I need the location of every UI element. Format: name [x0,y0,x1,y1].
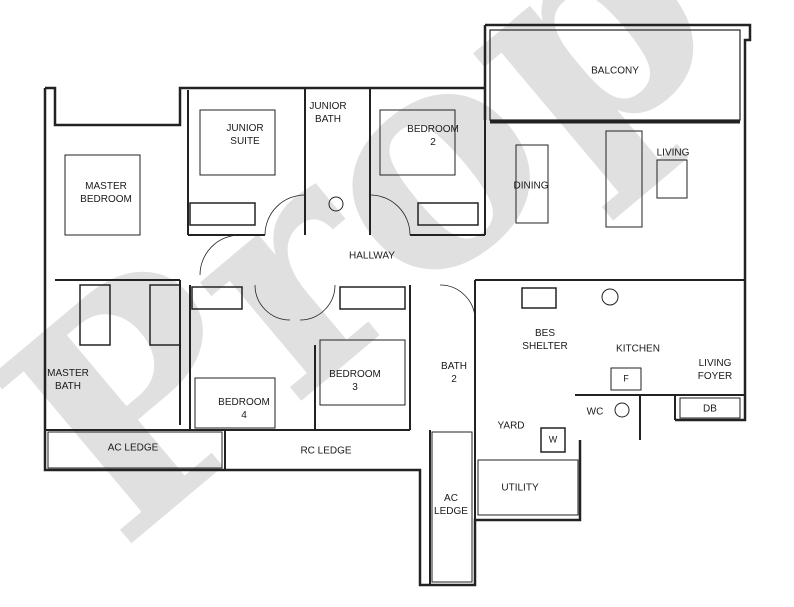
wardrobes [79,202,479,346]
wc-toilet [614,402,630,418]
room-label-rc-ledge: RC LEDGE [300,445,352,457]
room-label-living-foyer: LIVING FOYER [697,358,733,382]
room-label-utility: UTILITY [501,482,539,494]
door-swings [199,194,476,321]
room-label-bedroom-3: BEDROOM 3 [329,369,381,393]
outer-walls [43,23,752,587]
interior-walls [45,88,745,585]
room-label-junior-suite: JUNIOR SUITE [226,123,264,147]
dining-table [515,144,549,224]
room-label-kitchen: KITCHEN [616,343,660,355]
balcony-area [489,29,741,121]
room-label-ac-ledge-1: AC LEDGE [107,442,159,454]
room-label-master-bedroom: MASTER BEDROOM [80,181,132,205]
room-label-ac-ledge-2: AC LEDGE [434,493,468,517]
room-label-living: LIVING [656,147,690,159]
sink-circle [601,288,619,306]
washer-label: W [548,434,558,445]
room-label-db: DB [703,403,717,415]
room-label-dining: DINING [513,180,549,192]
sofa [605,130,643,228]
jb-toilet [328,196,344,212]
stove [521,287,557,309]
room-label-junior-bath: JUNIOR BATH [309,101,347,125]
coffee-table [656,159,688,199]
room-label-bath-2: BATH 2 [441,361,467,385]
room-label-master-bath: MASTER BATH [47,368,89,392]
room-label-bedroom-2: BEDROOM 2 [407,124,459,148]
fridge-label: F [623,373,629,384]
room-label-wc: WC [586,406,604,418]
washer [540,427,566,453]
room-label-hallway: HALLWAY [349,250,395,262]
room-label-bes-shelter: BES SHELTER [522,328,568,352]
room-label-bedroom-4: BEDROOM 4 [218,397,270,421]
room-label-yard: YARD [497,420,525,432]
room-label-balcony: BALCONY [591,65,639,77]
fridge [610,367,642,391]
beds [64,109,456,429]
